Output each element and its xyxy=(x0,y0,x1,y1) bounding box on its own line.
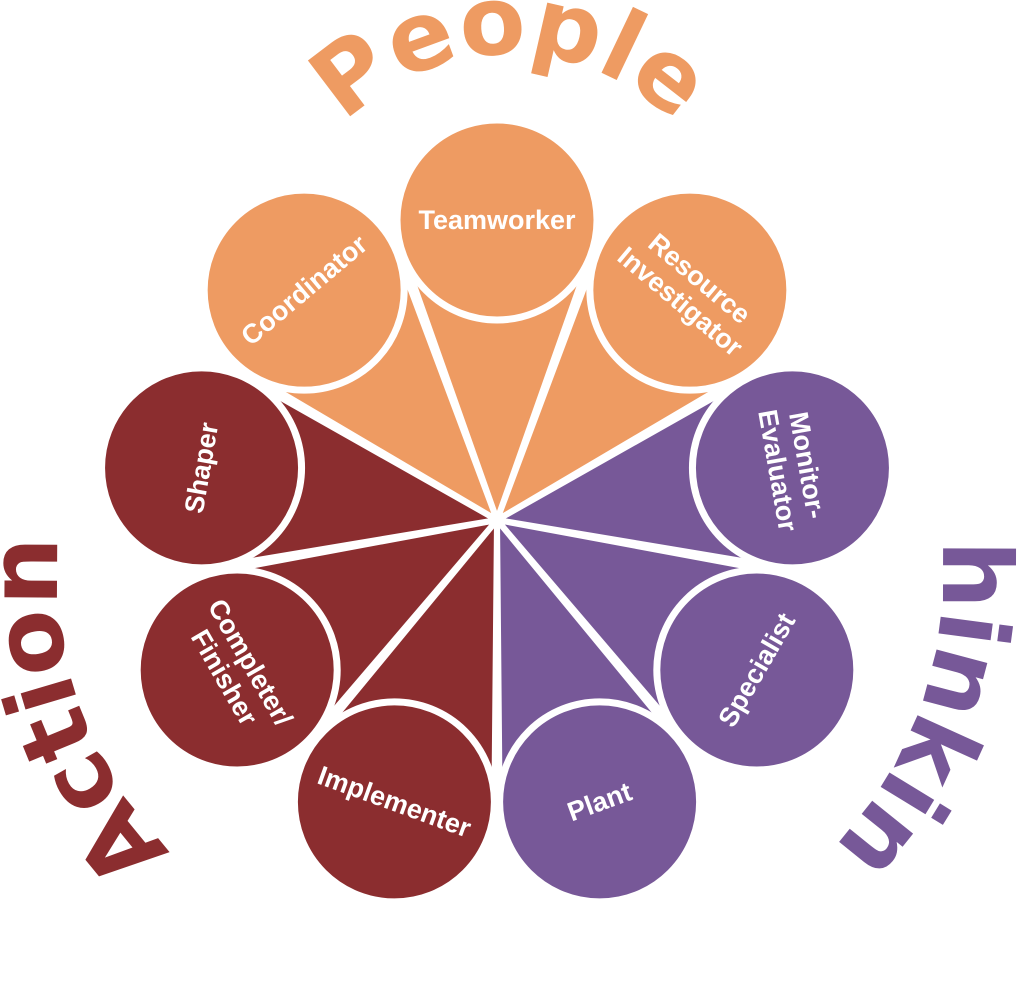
role-label-line-teamworker-1: Teamworker xyxy=(418,205,576,235)
role-circle-plant xyxy=(496,698,704,906)
role-label-teamworker: Teamworker xyxy=(418,205,576,235)
role-circle-completer-finisher xyxy=(133,566,341,774)
hub-center xyxy=(493,516,501,524)
role-circle-coordinator xyxy=(200,186,408,394)
role-circle-shaper xyxy=(98,364,306,572)
role-circle-monitor-evaluator xyxy=(688,364,896,572)
role-circle-implementer xyxy=(290,698,498,906)
role-circle-resource-investigator xyxy=(586,186,794,394)
role-circles-layer xyxy=(98,116,896,906)
role-circle-teamworker xyxy=(393,116,601,324)
role-circle-specialist xyxy=(653,566,861,774)
